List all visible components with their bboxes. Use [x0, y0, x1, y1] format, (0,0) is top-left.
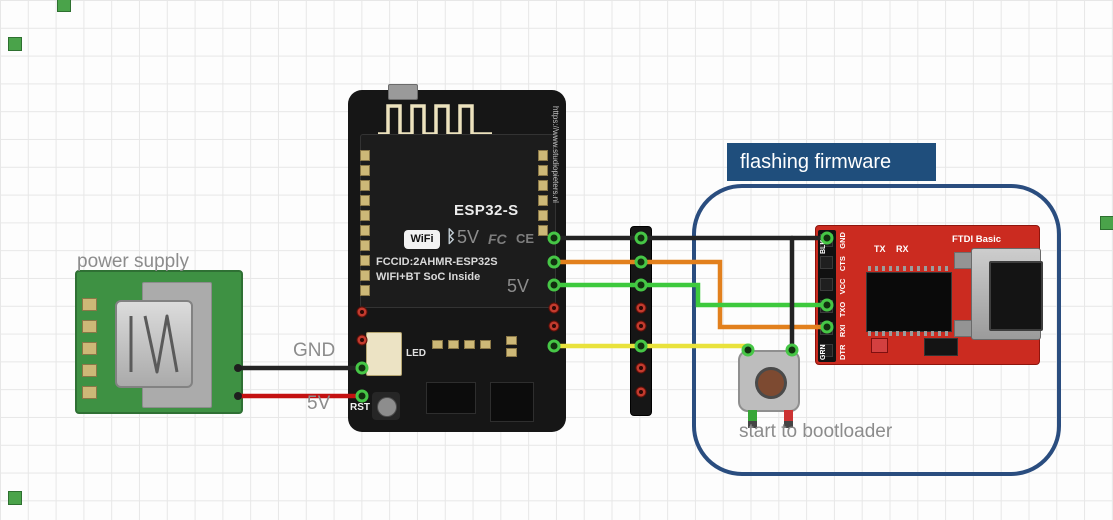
module-pad: [360, 150, 370, 161]
smd-pad: [506, 336, 517, 345]
ftdi-basic-board: DTR RXI TXO VCC CTS GND BLK GRN TX RX FT…: [815, 225, 1043, 365]
ftdi-led: [871, 338, 888, 353]
solder-pad: [82, 386, 97, 399]
mini-usb-connector: [971, 248, 1043, 340]
module-pad: [538, 210, 548, 221]
esp-5v-label-mid: 5V: [507, 276, 530, 296]
reset-button: [372, 392, 400, 420]
power-supply-board: [75, 270, 243, 414]
smd-pad: [432, 340, 443, 349]
tx-rx-label: TX RX: [874, 244, 909, 254]
ic-chip: [490, 382, 534, 422]
fcc-logo: FC: [488, 231, 507, 247]
smd-pad: [448, 340, 459, 349]
blk-label: BLK: [820, 239, 827, 254]
module-pad: [538, 225, 548, 236]
module-pad: [360, 165, 370, 176]
header-pin: [820, 322, 833, 335]
module-pad: [360, 180, 370, 191]
flash-led-component: [366, 332, 402, 376]
header-pin: [820, 344, 833, 357]
button-cap: [755, 367, 787, 399]
chip-pins: [868, 266, 950, 271]
ftdi-pin-label-rxi: RXI: [838, 324, 847, 338]
header-pin: [820, 300, 833, 313]
module-pad: [538, 150, 548, 161]
ce-logo: CE: [516, 231, 535, 246]
ftdi-board-name: FTDI Basic: [952, 234, 1002, 245]
module-pad: [360, 240, 370, 251]
power-supply-label: power supply: [77, 251, 189, 272]
module-pad: [360, 210, 370, 221]
ftdi-pin-label-txo: TXO: [838, 301, 847, 318]
wifi-logo: WiFi: [404, 230, 440, 249]
solder-pad: [82, 342, 97, 355]
ftdi-pin-label-vcc: VCC: [838, 278, 847, 295]
module-pad: [360, 285, 370, 296]
gnd-label: GND: [293, 340, 336, 361]
selection-handle: [57, 0, 71, 12]
usb-connector-art: [129, 314, 179, 374]
5v-label: 5V: [307, 393, 331, 414]
module-pad: [538, 165, 548, 176]
camera-connector: [388, 84, 418, 100]
start-to-bootloader-label: start to bootloader: [739, 421, 893, 442]
module-pad: [360, 195, 370, 206]
solder-pad: [82, 364, 97, 377]
flashing-firmware-frame: [692, 184, 1061, 476]
button-leg-green: [748, 410, 757, 428]
female-header-strip: [630, 226, 652, 416]
ftdi-pin-label-gnd: GND: [838, 232, 847, 249]
vendor-url-text: https://www.studiopieters.nl: [551, 106, 560, 203]
reset-button-knob: [377, 397, 397, 417]
chip-pins: [868, 331, 950, 336]
usb-socket-opening: [989, 261, 1043, 331]
smd-pad: [480, 340, 491, 349]
esp32-s-module: [360, 134, 556, 308]
header-pin: [820, 278, 833, 291]
smd-pad: [464, 340, 475, 349]
ftdi-chip: [866, 272, 952, 332]
ic-chip: [426, 382, 476, 414]
module-pad: [360, 225, 370, 236]
header-pin: [820, 256, 833, 269]
bluetooth-icon: ᛒ: [446, 227, 457, 246]
selection-handle: [1100, 216, 1113, 230]
mini-usb-connector: [115, 300, 193, 388]
smd-pad: [506, 348, 517, 357]
grn-label: GRN: [820, 344, 827, 360]
module-pad: [360, 255, 370, 266]
soc-text: WIFI+BT SoC Inside: [376, 271, 481, 283]
rst-label: RST: [350, 402, 370, 413]
selection-handle: [8, 37, 22, 51]
ftdi-pin-labels: DTR RXI TXO VCC CTS GND: [838, 232, 847, 360]
esp32-cam-board: ESP32-S WiFi ᛒ FC CE FCCID:2AHMR-ESP32S …: [348, 84, 566, 432]
solder-pad: [82, 320, 97, 333]
module-pad: [360, 270, 370, 281]
ftdi-component: [924, 338, 958, 356]
led-label: LED: [406, 348, 426, 359]
fccid-text: FCCID:2AHMR-ESP32S: [376, 256, 498, 268]
solder-pad: [82, 298, 97, 311]
ftdi-pin-label-dtr: DTR: [838, 344, 847, 360]
selection-handle: [8, 491, 22, 505]
flashing-firmware-label: flashing firmware: [727, 143, 936, 181]
module-pad: [538, 180, 548, 191]
button-leg-red: [784, 410, 793, 428]
module-pad: [538, 195, 548, 206]
ftdi-pin-label-cts: CTS: [838, 256, 847, 272]
module-name: ESP32-S: [454, 202, 519, 219]
esp-5v-label-top: 5V: [457, 227, 480, 247]
bootloader-push-button: [738, 350, 800, 428]
